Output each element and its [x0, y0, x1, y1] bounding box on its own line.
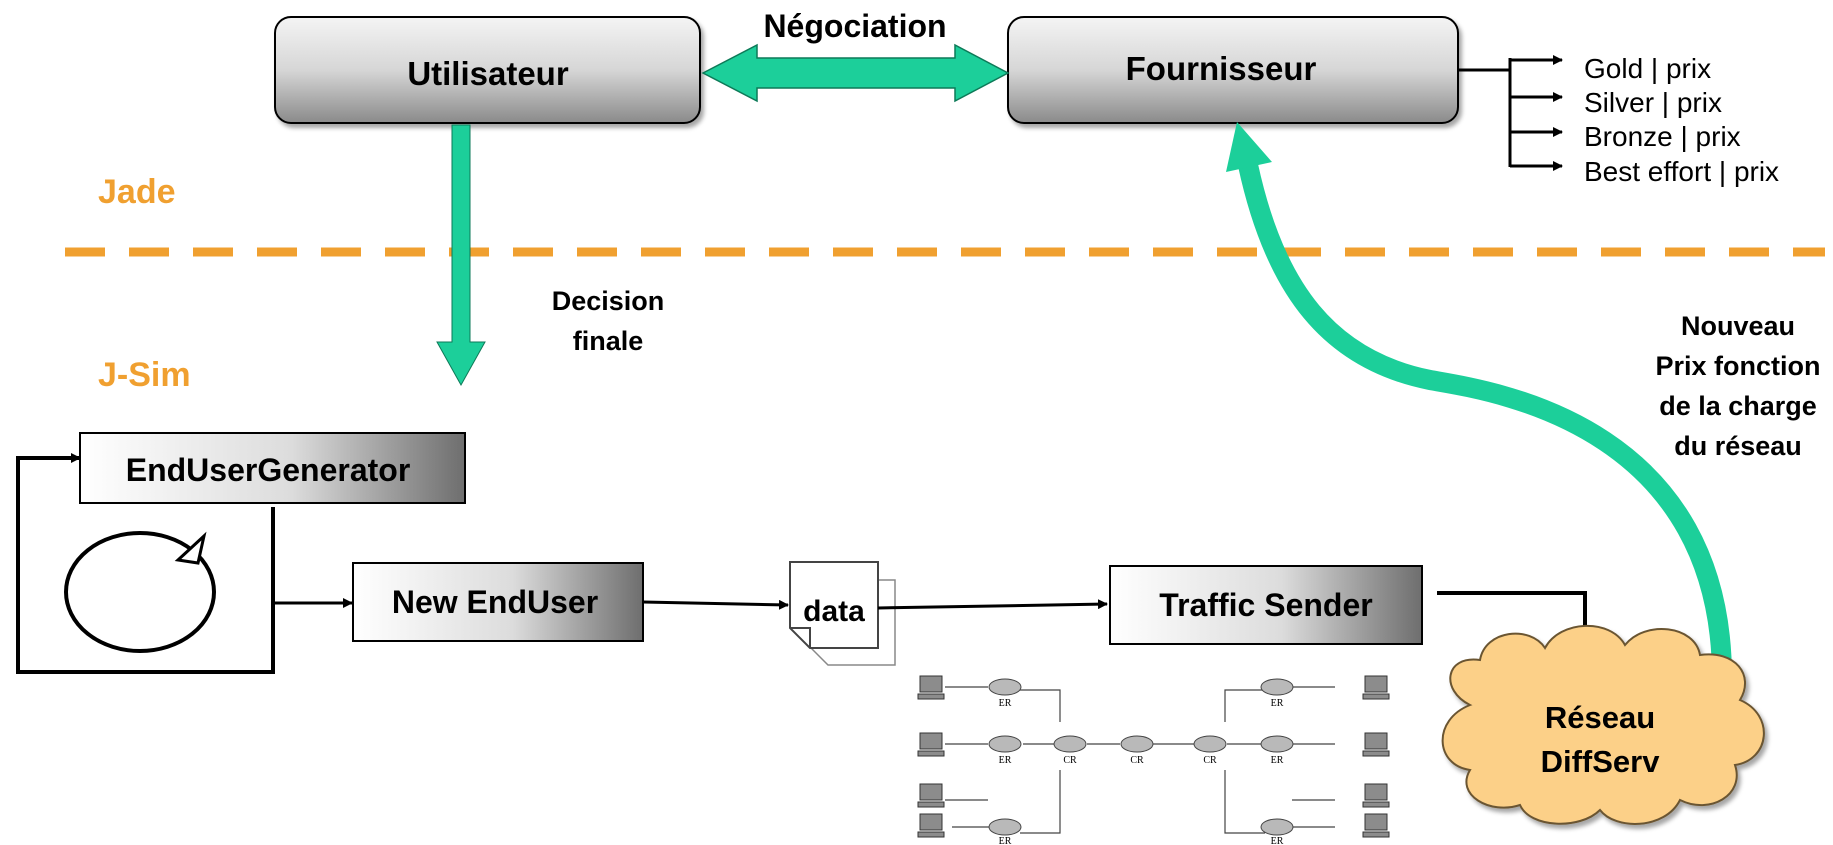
new-price-line2: Prix fonction — [1655, 351, 1820, 381]
decision-label-line1: Decision — [552, 286, 665, 316]
jsim-layer-label: J-Sim — [98, 356, 191, 394]
generator-label: EndUserGenerator — [126, 452, 411, 488]
diffserv-cloud: Réseau DiffServ — [1441, 624, 1765, 825]
fournisseur-box: Fournisseur — [1007, 16, 1459, 124]
new-enduser-box: New EndUser — [352, 562, 644, 642]
offer-silver: Silver | prix — [1584, 87, 1722, 118]
utilisateur-label: Utilisateur — [407, 55, 569, 92]
data-label: data — [803, 595, 865, 628]
generator-box: EndUserGenerator — [79, 432, 466, 504]
negociation-arrow: Négociation — [701, 8, 1010, 103]
decision-label-line2: finale — [573, 326, 644, 356]
offer-best-effort: Best effort | prix — [1584, 156, 1779, 187]
generator-loop — [16, 453, 275, 674]
traffic-sender-label: Traffic Sender — [1159, 587, 1372, 623]
cloud-label-line2: DiffServ — [1541, 744, 1661, 779]
new-enduser-label: New EndUser — [392, 584, 598, 620]
new-price-line3: de la charge — [1659, 391, 1817, 421]
new-price-text: Nouveau Prix fonction de la charge du ré… — [1655, 311, 1820, 461]
traffic-sender-box: Traffic Sender — [1109, 565, 1423, 645]
jade-layer-label: Jade — [98, 173, 176, 211]
router-label: CR — [1130, 755, 1144, 766]
loop-icon — [64, 531, 216, 653]
arrow-to-data — [642, 599, 789, 610]
utilisateur-box: Utilisateur — [274, 16, 701, 124]
fournisseur-label: Fournisseur — [1126, 50, 1317, 87]
new-price-line4: du réseau — [1674, 431, 1802, 461]
offer-bronze: Bronze | prix — [1584, 121, 1741, 152]
router-label: ER — [1271, 755, 1284, 766]
offer-gold: Gold | prix — [1584, 53, 1711, 84]
router-label: ER — [999, 755, 1012, 766]
router-label: ER — [999, 698, 1012, 709]
router-label: CR — [1203, 755, 1217, 766]
cloud-label-line1: Réseau — [1545, 700, 1655, 735]
router-label: ER — [999, 836, 1012, 845]
router-label: CR — [1063, 755, 1077, 766]
router-label: ER — [1271, 698, 1284, 709]
new-price-line1: Nouveau — [1681, 311, 1795, 341]
arrow-to-traffic-sender — [877, 599, 1108, 610]
router-label: ER — [1271, 836, 1284, 845]
offers-tree: Gold | prix Silver | prix Bronze | prix … — [1458, 53, 1779, 187]
negociation-label: Négociation — [763, 8, 946, 44]
network-topology: ER ER ER CR CR CR ER ER ER — [908, 672, 1400, 845]
data-document-icon: data — [789, 561, 896, 666]
price-feedback-arrow — [1226, 122, 1732, 679]
decision-arrow: Decision finale — [436, 124, 665, 387]
